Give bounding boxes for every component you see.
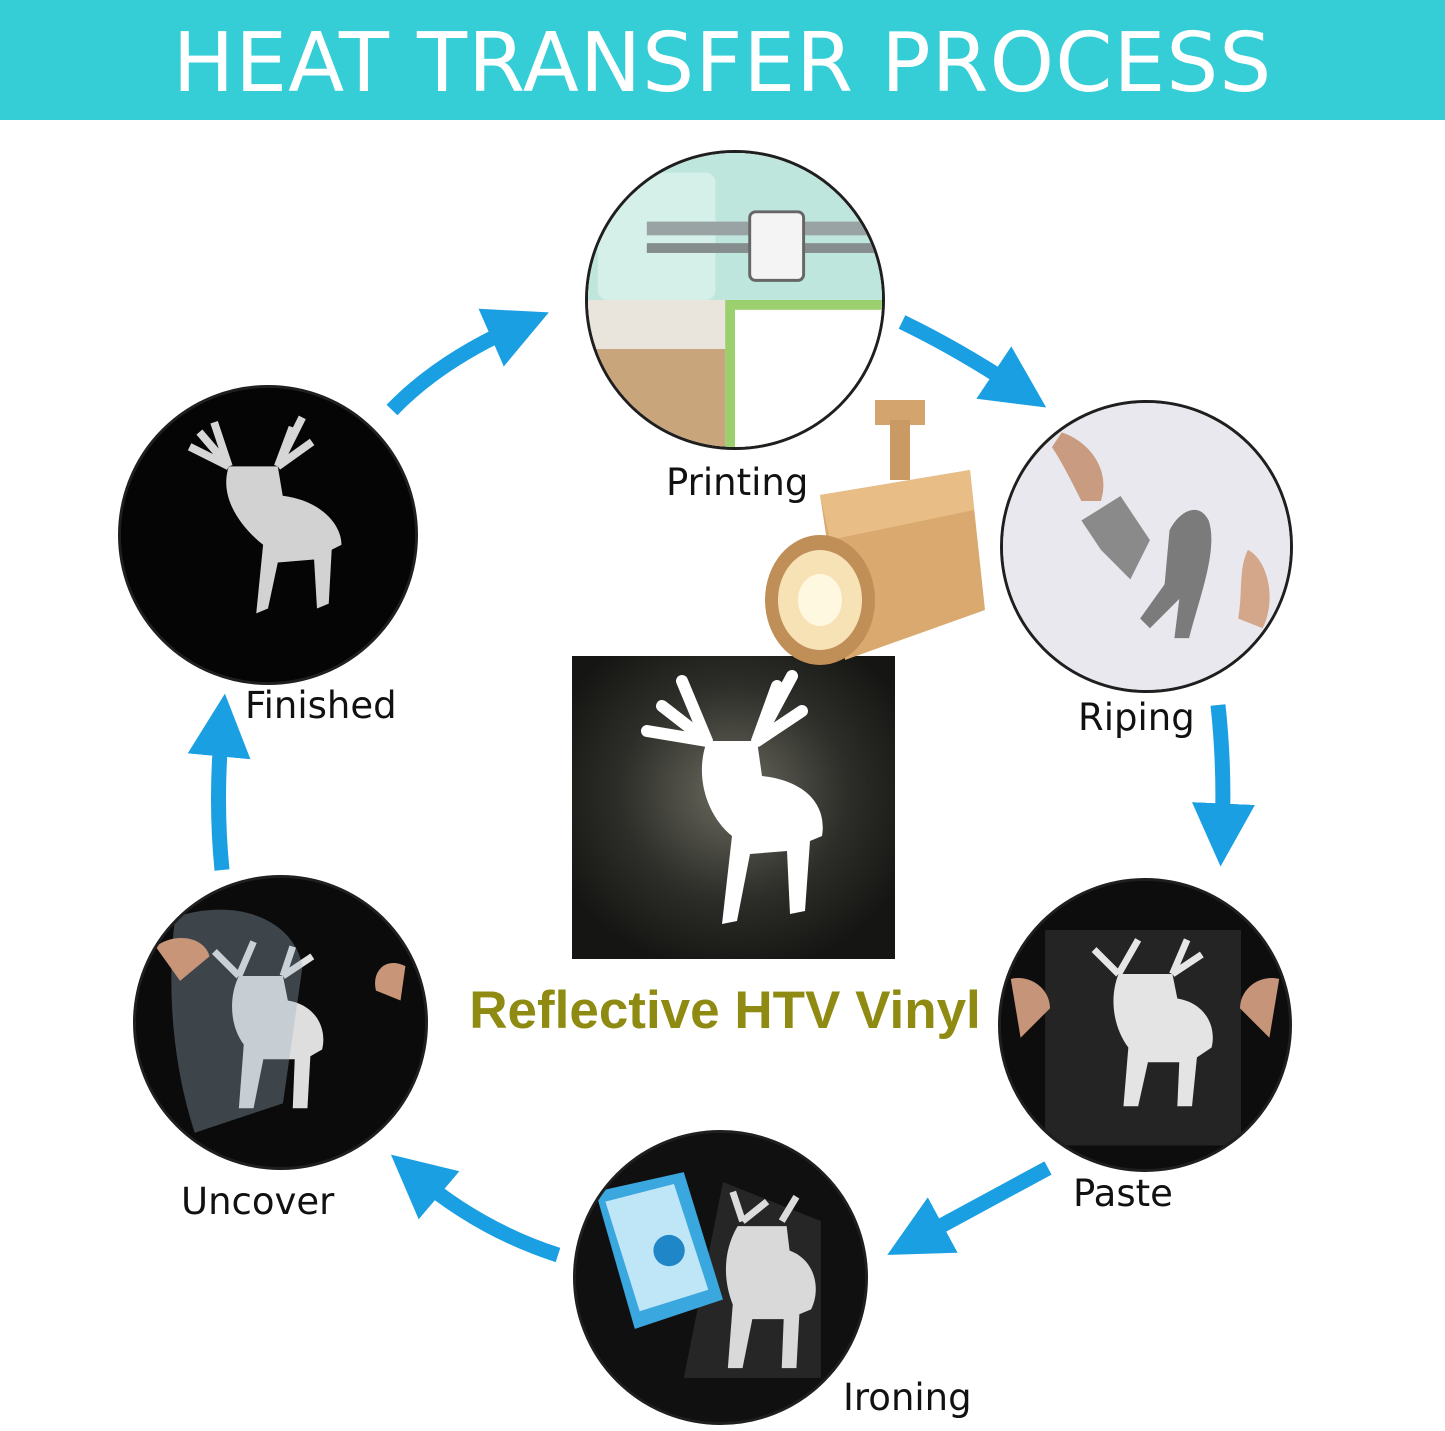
step-label-printing: Printing (666, 461, 809, 504)
arrow-uncover-to-finished (187, 693, 251, 871)
reflective-deer-photo (572, 656, 895, 959)
arrow-finished-to-printing (386, 308, 549, 416)
arrow-paste-to-ironing (887, 1161, 1052, 1255)
finished-deer-icon (121, 388, 415, 682)
step-riping-photo (1000, 400, 1293, 693)
step-paste-photo (998, 878, 1292, 1172)
arrow-printing-to-riping (898, 315, 1047, 408)
spotlight-lamp-icon (760, 400, 1000, 690)
step-label-ironing: Ironing (843, 1376, 972, 1419)
iron-press-icon (576, 1133, 865, 1422)
weeding-vinyl-icon (1003, 403, 1290, 690)
step-label-finished: Finished (245, 684, 397, 727)
paste-transfer-icon (1001, 881, 1289, 1169)
step-ironing-photo (573, 1130, 868, 1425)
step-label-riping: Riping (1078, 696, 1195, 739)
header-banner-bg (0, 0, 1445, 120)
peel-film-icon (136, 878, 425, 1167)
arrow-riping-to-paste (1191, 704, 1255, 867)
step-label-uncover: Uncover (181, 1180, 335, 1223)
product-caption: Reflective HTV Vinyl (469, 981, 981, 1040)
page-title: HEAT TRANSFER PROCESS (172, 16, 1273, 111)
step-finished-photo (118, 385, 418, 685)
step-label-paste: Paste (1073, 1172, 1173, 1215)
arrow-ironing-to-uncover (390, 1154, 561, 1263)
reflective-deer-icon (572, 656, 895, 959)
step-uncover-photo (133, 875, 428, 1170)
header-banner: HEAT TRANSFER PROCESS (0, 0, 1445, 120)
